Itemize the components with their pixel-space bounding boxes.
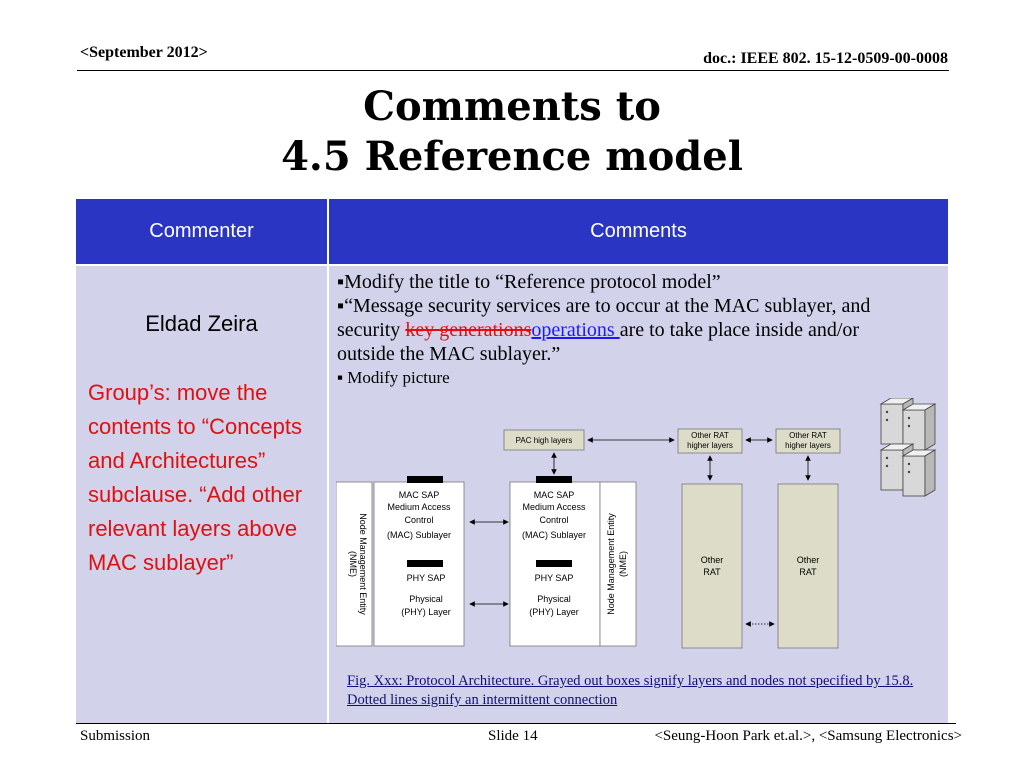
title-line-1: Comments to	[363, 83, 661, 130]
mac-right-line-4: (MAC) Sublayer	[522, 530, 586, 540]
header-doc-id: doc.: IEEE 802. 15-12-0509-00-0008	[703, 50, 948, 67]
footer-divider	[76, 723, 956, 724]
comment-bullet-3: ▪ Modify picture	[337, 368, 450, 387]
footer-submission: Submission	[80, 728, 151, 744]
mac-sap-left-bar	[407, 476, 443, 483]
phy-right-line-2: (PHY) Layer	[529, 607, 579, 617]
other-rat-1-line-1: Other	[701, 555, 724, 565]
figure-caption: Fig. Xxx: Protocol Architecture. Grayed …	[347, 673, 914, 708]
mac-right-line-3: Control	[539, 515, 568, 525]
header-commenter: Commenter	[76, 199, 327, 264]
server-icon	[879, 398, 937, 497]
group-response: Group’s: move the contents to “Concepts …	[88, 380, 303, 575]
phy-sap-right-bar	[536, 560, 572, 567]
cell-commenter	[76, 266, 327, 723]
row-divider	[76, 264, 948, 266]
other-rat-higher-box-2	[775, 428, 841, 454]
comment-bullet-2-text-b: are to take place inside and/or outside …	[337, 319, 860, 365]
other-rat-1-line-2: RAT	[703, 567, 721, 577]
phy-right-line-1: Physical	[537, 594, 571, 604]
title-line-2: 4.5 Reference model	[281, 133, 743, 180]
other-rat-higher-label-1b: higher layers	[687, 441, 733, 450]
mac-left-line-3: Control	[404, 515, 433, 525]
other-rat-box-2	[777, 483, 839, 649]
phy-left-line-1: Physical	[409, 594, 443, 604]
mac-sap-right-bar	[536, 476, 572, 483]
phy-sap-left-bar	[407, 560, 443, 567]
mac-left-line-2: Medium Access	[387, 502, 451, 512]
nme-right-label: Node Management Entity	[606, 513, 616, 615]
mac-right-line-1: MAC SAP	[534, 490, 575, 500]
footer-slide-number: Slide 14	[488, 728, 538, 744]
deleted-text: key generations	[405, 319, 532, 341]
nme-right-label-abbr: (NME)	[618, 551, 628, 577]
protocol-architecture-diagram: PAC high layers Other RAT higher layers …	[336, 398, 937, 649]
header-date: <September 2012>	[80, 44, 208, 61]
phy-left-line-2: (PHY) Layer	[401, 607, 451, 617]
comment-bullet-2: ▪“Message security services are to occur…	[337, 294, 897, 366]
other-rat-higher-label-1a: Other RAT	[691, 431, 729, 440]
nme-left-label-abbr: (NME)	[348, 551, 358, 577]
commenter-name: Eldad Zeira	[145, 311, 258, 336]
nme-left-box	[336, 481, 373, 647]
phy-left-sap-label: PHY SAP	[407, 573, 446, 583]
slide-title: Comments to 4.5 Reference model	[0, 82, 1024, 182]
other-rat-2-line-1: Other	[797, 555, 820, 565]
phy-right-sap-label: PHY SAP	[535, 573, 574, 583]
footer-authors: <Seung-Hoon Park et.al.>, <Samsung Elect…	[654, 728, 962, 744]
comments-body: ▪Modify the title to “Reference protocol…	[337, 270, 897, 390]
header-divider	[77, 70, 949, 71]
other-rat-2-line-2: RAT	[799, 567, 817, 577]
other-rat-box-1	[681, 483, 743, 649]
other-rat-higher-label-2b: higher layers	[785, 441, 831, 450]
column-divider	[327, 199, 329, 723]
pac-high-layers-box	[503, 429, 585, 451]
mac-left-line-1: MAC SAP	[399, 490, 440, 500]
other-rat-higher-label-2a: Other RAT	[789, 431, 827, 440]
other-rat-higher-box-1	[677, 428, 743, 454]
pac-high-layers-label: PAC high layers	[516, 436, 573, 445]
nme-left-label: Node Management Entity	[358, 513, 368, 615]
comment-bullet-2-text-a: ▪“Message security services are to occur…	[337, 295, 871, 341]
nme-right-box	[599, 481, 637, 647]
inserted-text: operations	[531, 319, 620, 341]
mac-right-line-2: Medium Access	[522, 502, 586, 512]
header-comments: Comments	[329, 199, 948, 264]
mac-left-line-4: (MAC) Sublayer	[387, 530, 451, 540]
comment-bullet-1: ▪Modify the title to “Reference protocol…	[337, 271, 721, 293]
